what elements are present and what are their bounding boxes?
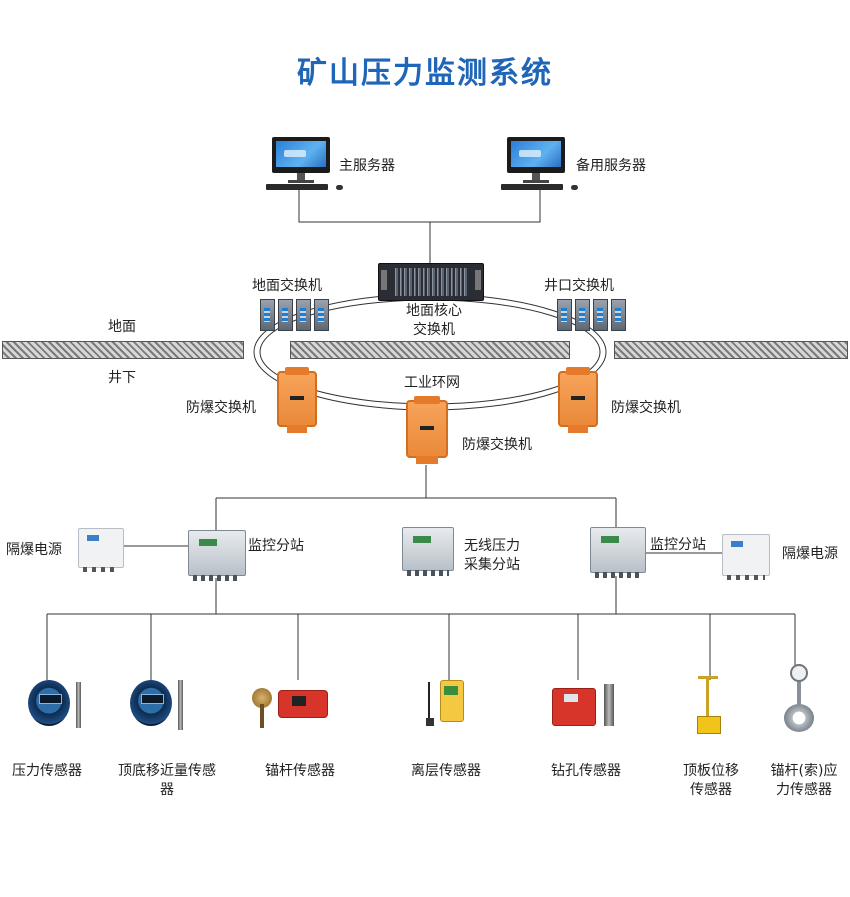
- substation-left: [188, 530, 246, 581]
- substation-left-label: 监控分站: [248, 538, 304, 554]
- anchor-sensor: [252, 684, 328, 730]
- ground-switch: [260, 299, 329, 331]
- backup-server-label: 备用服务器: [576, 158, 646, 174]
- main-server-computer: [266, 137, 344, 191]
- wireless-substation: [402, 527, 454, 576]
- sensor-label-4: 离层传感器: [411, 763, 481, 779]
- core-switch-label: 地面核心 交换机: [406, 303, 462, 338]
- ex-switch-right-label: 防爆交换机: [611, 400, 681, 416]
- underground-label: 井下: [108, 370, 136, 386]
- shaft-switch: [557, 299, 626, 331]
- psu-left-label: 隔爆电源: [6, 542, 62, 558]
- sensor-label-6: 顶板位移传感器: [683, 763, 739, 798]
- sensor-label-3: 锚杆传感器: [265, 763, 335, 779]
- ground-switch-label: 地面交换机: [252, 278, 322, 294]
- wire-main-server: [298, 190, 541, 223]
- psu-right: [722, 534, 770, 580]
- roof-displacement-sensor: [688, 676, 728, 738]
- surface-label: 地面: [108, 319, 136, 335]
- borehole-sensor: [552, 684, 622, 728]
- shaft-switch-label: 井口交换机: [544, 278, 614, 294]
- ground-bar-left: [2, 341, 244, 359]
- separation-sensor: [424, 680, 472, 736]
- keyboard-icon: [501, 184, 563, 190]
- anchor-cable-stress-sensor: [780, 664, 820, 736]
- sensor-label-2: 顶底移近量传感器: [118, 763, 216, 798]
- psu-right-label: 隔爆电源: [782, 546, 838, 562]
- keyboard-icon: [266, 184, 328, 190]
- ex-switch-right: [558, 367, 598, 433]
- monitor-icon: [272, 137, 330, 173]
- ex-switch-left-label: 防爆交换机: [186, 400, 256, 416]
- sensor-label-1: 压力传感器: [12, 763, 82, 779]
- industrial-ring-label: 工业环网: [404, 375, 460, 391]
- gauge-icon: [28, 680, 70, 726]
- gauge-icon: [130, 680, 172, 726]
- sensor-label-7: 锚杆(索)应力传感器: [770, 763, 838, 798]
- ground-bar-right: [614, 341, 848, 359]
- psu-left: [78, 528, 124, 572]
- ex-switch-center-label: 防爆交换机: [462, 437, 532, 453]
- ex-switch-center: [406, 396, 448, 464]
- ground-bar-middle: [290, 341, 570, 359]
- sensor-label-5: 钻孔传感器: [551, 763, 621, 779]
- core-switch-rack: [378, 263, 484, 301]
- substation-right-label: 监控分站: [650, 537, 706, 553]
- substation-right: [590, 527, 646, 578]
- monitor-icon: [507, 137, 565, 173]
- wireless-substation-label: 无线压力 采集分站: [464, 538, 520, 573]
- main-server-label: 主服务器: [339, 158, 395, 174]
- ex-switch-left: [277, 367, 317, 433]
- backup-server-computer: [501, 137, 579, 191]
- convergence-sensor: [130, 680, 190, 732]
- pressure-sensor: [28, 680, 84, 732]
- page-title: 矿山压力监测系统: [297, 56, 553, 91]
